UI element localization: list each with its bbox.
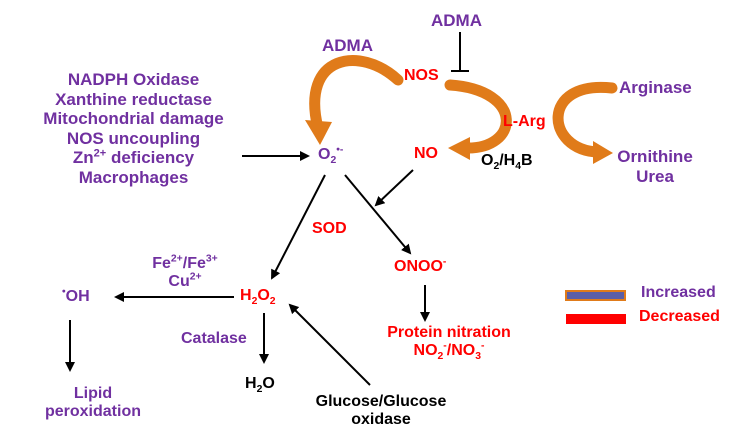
arrow-superoxide-to-h2o2 (271, 174, 326, 280)
legend-decreased-label: Decreased (639, 308, 720, 325)
source-nadph-oxidase: NADPH Oxidase (67, 70, 200, 89)
superoxide-label: O2•- (318, 144, 344, 167)
curved-arrow-arginase-head (593, 141, 613, 164)
lipid-text: Lipid (73, 385, 113, 402)
curved-arrow-nos-to-superoxide-head (305, 120, 332, 145)
nitrite-nitrate-text: NO2-/NO3- (413, 341, 485, 363)
hydroxyl-radical-label: •OH (62, 286, 90, 305)
glucose-text: Glucose/Glucose (315, 393, 447, 410)
arginase-label: Arginase (619, 78, 692, 97)
protein-nitration-text: Protein nitration (387, 324, 511, 341)
protein-nitration-label: Protein nitration NO2-/NO3- (364, 324, 534, 363)
copper-ion-text: Cu2+ (168, 272, 202, 291)
oxidase-text: oxidase (351, 411, 411, 429)
legend-increased-swatch (565, 290, 626, 301)
curved-arrow-arginase (552, 81, 618, 158)
ornithine-urea-label: Ornithine Urea (610, 147, 700, 186)
sod-label: SOD (312, 220, 347, 237)
ornithine-text: Ornithine (617, 147, 693, 166)
arrow-no-to-peroxynitrite (374, 169, 414, 207)
source-zinc-deficiency: Zn2+ deficiency (72, 147, 195, 168)
nos-label: NOS (404, 67, 439, 84)
nitric-oxide-label: NO (414, 145, 438, 162)
water-label: H2O (245, 375, 275, 396)
source-nos-uncoupling: NOS uncoupling (66, 128, 201, 148)
source-macrophages: Macrophages (78, 167, 189, 187)
catalase-label: Catalase (181, 330, 247, 347)
cofactor-label: O2/H4B (481, 152, 533, 173)
source-xanthine-reductase: Xanthine reductase (55, 89, 212, 109)
curved-arrow-larg-to-no-head (448, 137, 470, 160)
curved-arrow-nos-to-superoxide (309, 55, 404, 134)
arrow-glucose-to-h2o2 (288, 303, 371, 386)
l-arginine-label: L-Arg (503, 113, 546, 130)
legend-decreased-swatch (566, 314, 626, 324)
arrow-superoxide-to-peroxynitrite (344, 174, 412, 255)
ros-sources-list: NADPH Oxidase Xanthine reductase Mitocho… (36, 70, 231, 187)
urea-text: Urea (636, 166, 674, 186)
curved-arrow-larg-to-no (444, 79, 512, 154)
adma-left-label: ADMA (322, 36, 373, 55)
glucose-oxidase-label: Glucose/Glucose oxidase (296, 393, 466, 430)
peroxynitrite-label: ONOO- (394, 256, 447, 275)
lipid-peroxidation-label: Lipid peroxidation (28, 385, 158, 422)
metal-ions-label: Fe2+/Fe3+ Cu2+ (137, 253, 233, 292)
adma-inhibitor-label: ADMA (431, 11, 482, 30)
source-mitochondrial-damage: Mitochondrial damage (43, 109, 224, 129)
peroxidation-text: peroxidation (44, 403, 141, 421)
iron-ions-text: Fe2+/Fe3+ (152, 253, 218, 272)
hydrogen-peroxide-label: H2O2 (240, 287, 276, 308)
legend-increased-label: Increased (641, 284, 716, 301)
